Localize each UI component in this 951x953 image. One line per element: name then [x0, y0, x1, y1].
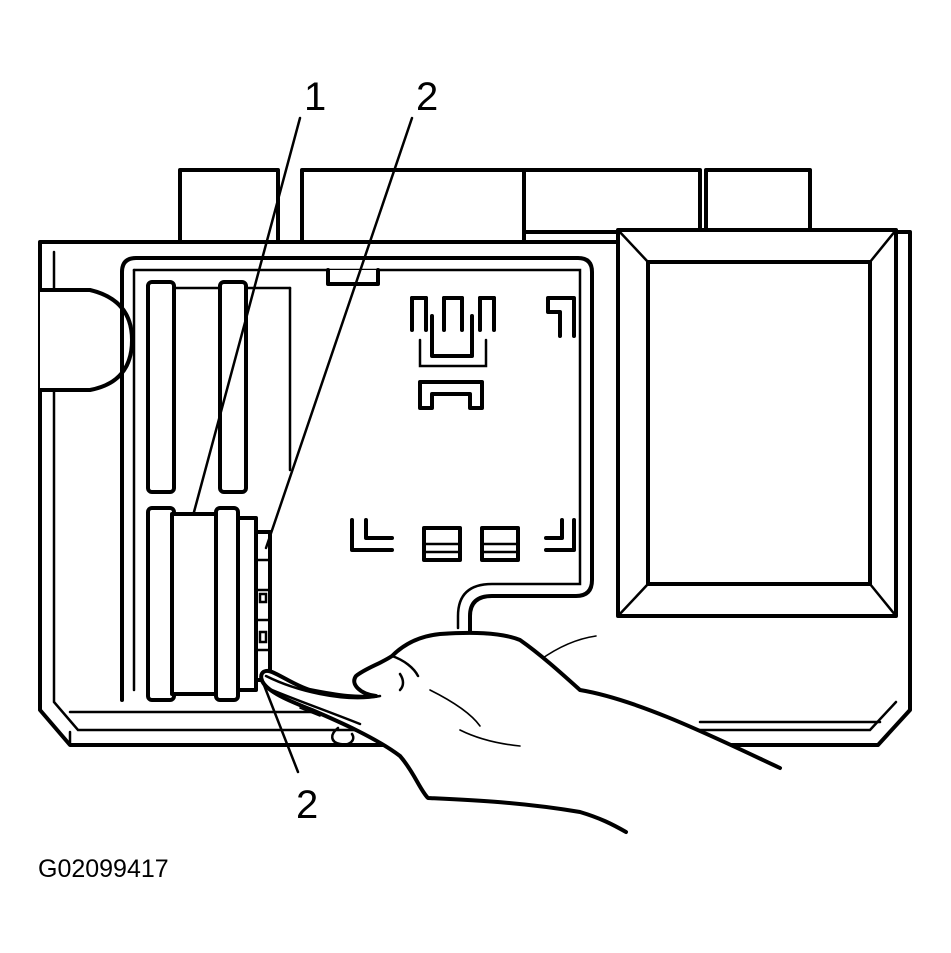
relay — [146, 506, 272, 702]
frame-notch — [326, 268, 380, 286]
relay-slots-upper — [146, 280, 292, 494]
top-connector-blocks — [178, 168, 812, 244]
hand — [259, 630, 782, 834]
callout-2-top-number: 2 — [416, 75, 438, 119]
terminal-cluster-lower — [422, 526, 520, 562]
leader-lines — [192, 116, 414, 774]
terminal-cluster-upper — [410, 296, 496, 410]
figure-id: G02099417 — [38, 855, 169, 883]
cover-panel — [616, 228, 898, 618]
corner-brackets — [350, 296, 576, 552]
callout-2-bottom-number: 2 — [296, 783, 318, 827]
callout-1-number: 1 — [304, 75, 326, 119]
